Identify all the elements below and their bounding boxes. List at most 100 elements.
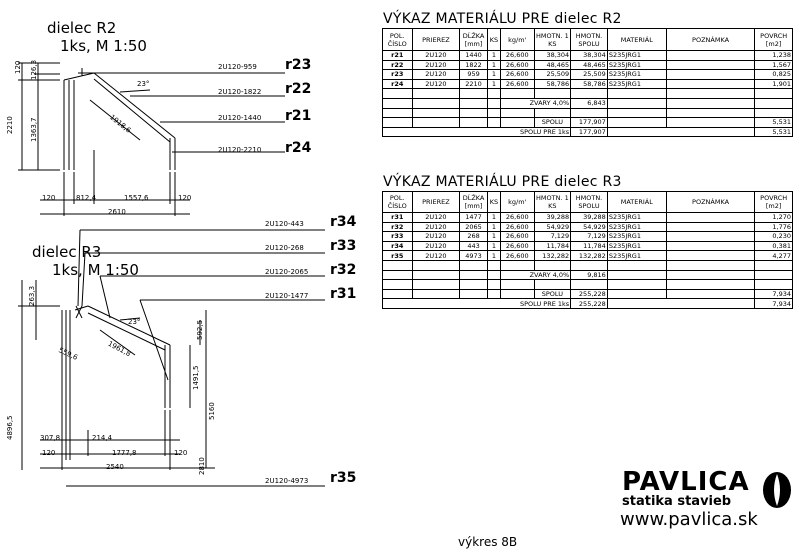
cell-dlzka: 268	[459, 231, 488, 242]
cell-ks: 1	[486, 212, 502, 223]
cell-kgm: 26,600	[500, 231, 535, 242]
r2-profile-r21: 2U120-1440	[218, 114, 262, 122]
cell-material: S235JRG1	[606, 212, 667, 223]
r2-dim-2210: 2210	[6, 116, 14, 134]
r3-dim-307: 307,8	[40, 434, 61, 442]
cell-kgm: 26,600	[500, 50, 535, 61]
cell-hmotn-spolu: 38,304	[570, 50, 608, 61]
cell-prierez: 2U120	[411, 78, 461, 90]
r2-angle: 23°	[137, 80, 150, 88]
cell-pol: r23	[382, 69, 413, 80]
r3-profile-r35: 2U120-4973	[265, 477, 309, 485]
cell-prierez: 2U120	[411, 59, 461, 71]
col-ks: KS	[486, 28, 502, 51]
cell-poznamka	[665, 240, 756, 252]
logo-url[interactable]: www.pavlica.sk	[620, 509, 758, 530]
cell-dlzka: 2210	[459, 78, 488, 90]
total-area: 5,531	[754, 117, 793, 128]
cell-ks: 1	[486, 50, 502, 61]
r3-dims	[18, 280, 215, 470]
r3-dim-1777: 1777,8	[112, 449, 137, 457]
cell-pol: r31	[382, 212, 413, 223]
r2-dim-1557: 1557,6	[124, 194, 149, 202]
col-pol: POL. ČÍSLO	[382, 28, 413, 51]
total-label: SPOLU	[533, 117, 572, 128]
cell-material: S235JRG1	[606, 78, 667, 90]
logo-mark-icon	[763, 472, 791, 508]
cell-hmotn1: 48,465	[533, 59, 572, 71]
grand-label: SPOLU PRE 1ks	[381, 126, 572, 138]
cell-povrch: 4,277	[754, 250, 793, 261]
col-hmotn1: HMOTN. 1 KS	[533, 28, 572, 51]
cell-povrch: 1,567	[754, 59, 793, 71]
col-material: MATERIÁL	[606, 28, 667, 51]
col-hmotn-spolu: HMOTN. SPOLU	[570, 28, 608, 51]
cell-povrch: 1,776	[754, 221, 793, 233]
cell-dlzka: 443	[459, 240, 488, 252]
grand-area: 5,531	[754, 126, 793, 138]
cell-dlzka: 2065	[459, 221, 488, 233]
logo-name: PAVLICA	[622, 467, 750, 497]
weld-label: ZVARY 4,0%	[499, 269, 572, 281]
table-row-empty	[382, 259, 793, 271]
cell-ks: 1	[486, 59, 502, 71]
cell-kgm: 26,600	[500, 250, 535, 261]
cell-pol: r34	[382, 240, 413, 252]
r2-tag-r21: r21	[285, 108, 312, 124]
cell-prierez: 2U120	[411, 231, 461, 242]
weld-label: ZVARY 4,0%	[499, 97, 572, 109]
r3-dim-b120a: 120	[42, 449, 56, 457]
col-pol: POL. ČÍSLO	[382, 191, 413, 213]
col-kgm: kg/m'	[500, 191, 535, 213]
cell-kgm: 26,600	[500, 59, 535, 71]
cell-material: S235JRG1	[606, 221, 667, 233]
cell-hmotn-spolu: 39,288	[570, 212, 608, 223]
cell-material: S235JRG1	[606, 240, 667, 252]
grand-value: 177,907	[570, 126, 608, 138]
footer-partial: výkres 8B	[458, 535, 518, 549]
cell-material: S235JRG1	[606, 250, 667, 261]
r2-dim-2610: 2610	[108, 208, 126, 216]
logo-subtitle: statika stavieb	[622, 494, 732, 509]
r2-dim-b120a: 120	[42, 194, 56, 202]
r2-tag-r22: r22	[285, 81, 312, 97]
cell-pol: r33	[382, 231, 413, 242]
table-r2-title: VÝKAZ MATERIÁLU PRE dielec R2	[383, 11, 622, 27]
cell-hmotn1: 25,509	[533, 69, 572, 80]
r2-leaders	[82, 72, 285, 153]
r3-dim-592: 592,5	[196, 319, 204, 340]
cell-hmotn-spolu: 132,282	[570, 250, 608, 261]
cell-ks: 1	[486, 69, 502, 80]
cell-ks: 1	[486, 240, 502, 252]
grand-area: 7,934	[754, 298, 793, 309]
cell-dlzka: 4973	[459, 250, 488, 261]
cell-poznamka	[665, 250, 756, 261]
cell-hmotn1: 54,929	[533, 221, 572, 233]
col-poznamka: POZNÁMKA	[665, 28, 756, 51]
r3-angle: 23°	[128, 318, 141, 326]
r2-dim-812: 812,4	[76, 194, 97, 202]
r2-tag-r23: r23	[285, 57, 312, 73]
cell-poznamka	[665, 50, 756, 61]
cell-ks: 1	[486, 78, 502, 90]
cell-poznamka	[665, 69, 756, 80]
r2-dim-126: 126,3	[30, 59, 38, 80]
table-row-weld: ZVARY 4,0%6,843	[382, 97, 793, 109]
cell-material: S235JRG1	[606, 50, 667, 61]
col-hmotn1: HMOTN. 1 KS	[533, 191, 572, 213]
cell-dlzka: 1822	[459, 59, 488, 71]
col-povrch: POVRCH [m2]	[754, 28, 793, 51]
r3-profile-r34: 2U120-443	[265, 220, 304, 228]
cell-prierez: 2U120	[411, 250, 461, 261]
table-row-empty	[382, 279, 793, 290]
col-povrch: POVRCH [m2]	[754, 191, 793, 213]
r2-scale: 1ks, M 1:50	[60, 37, 147, 55]
cell-poznamka	[665, 59, 756, 71]
cell-povrch: 0,381	[754, 240, 793, 252]
r3-tag-r34: r34	[330, 214, 357, 230]
cell-hmotn1: 132,282	[533, 250, 572, 261]
cell-prierez: 2U120	[411, 240, 461, 252]
cell-dlzka: 1440	[459, 50, 488, 61]
